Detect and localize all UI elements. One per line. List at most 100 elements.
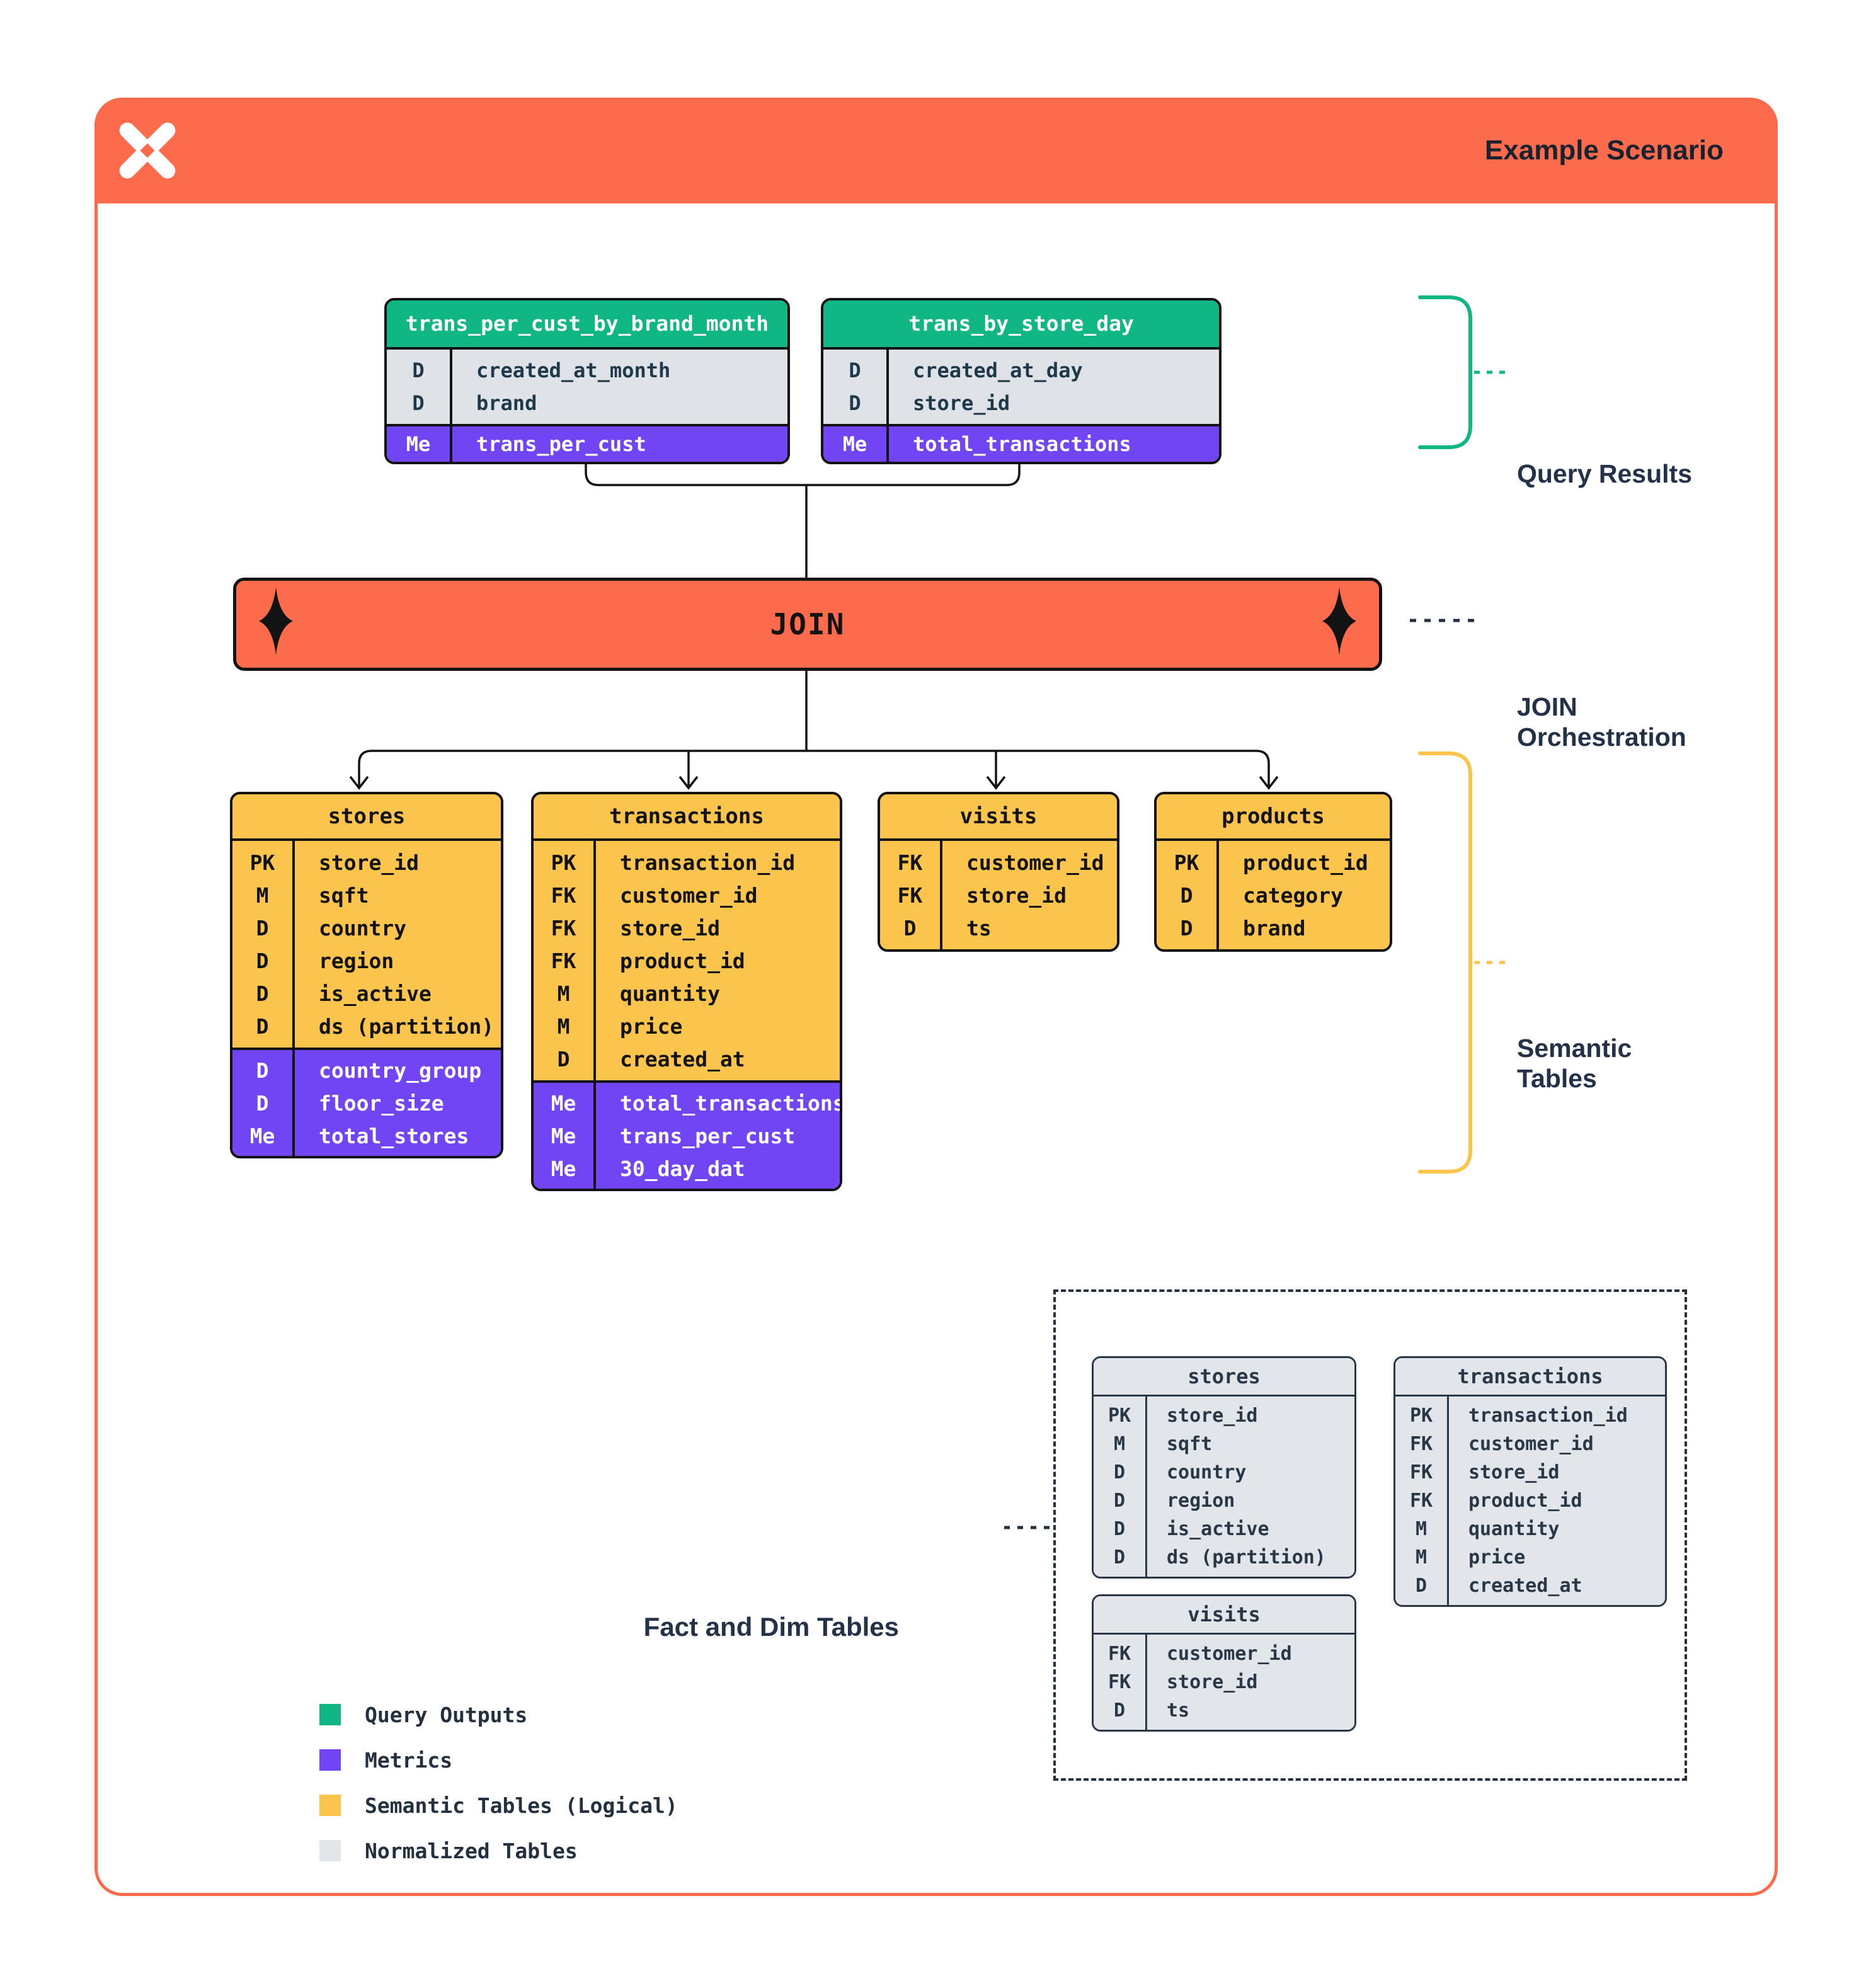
field-name: customer_id xyxy=(966,850,1104,875)
table-title: transactions xyxy=(1395,1358,1665,1397)
field-key: FK xyxy=(551,915,576,940)
field-key: D xyxy=(256,1014,269,1039)
field-name: store_id xyxy=(620,915,720,940)
field-key: D xyxy=(256,1058,269,1083)
table-title: visits xyxy=(880,794,1117,841)
table-title: products xyxy=(1157,794,1390,841)
field-name: 30_day_dat xyxy=(620,1156,745,1181)
scenario-card: Example Scenario xyxy=(94,98,1778,1896)
field-key: FK xyxy=(897,883,923,908)
join-to-semantic-connector xyxy=(349,665,1279,790)
field-name: customer_id xyxy=(620,883,758,908)
field-name: customer_id xyxy=(1468,1433,1594,1455)
field-name: total_stores xyxy=(319,1123,469,1148)
field-name: is_active xyxy=(1167,1518,1269,1540)
field-name: total_transactions xyxy=(913,432,1131,456)
join-orchestration-label: JOIN Orchestration xyxy=(1517,692,1686,752)
field-key: D xyxy=(1180,915,1193,940)
query-results-label: Query Results xyxy=(1517,459,1692,488)
field-key: FK xyxy=(897,850,923,875)
field-name: store_id xyxy=(1167,1671,1258,1693)
field-key: D xyxy=(1113,1518,1126,1540)
key-divider xyxy=(1216,841,1219,949)
table-row: Me trans_per_cust xyxy=(387,428,787,460)
metric-rows: Me trans_per_cust xyxy=(387,424,787,462)
field-name: quantity xyxy=(1468,1518,1560,1540)
table-title: trans_by_store_day xyxy=(823,300,1219,350)
legend-label: Metrics xyxy=(365,1747,453,1773)
table-title: stores xyxy=(1094,1358,1354,1397)
field-key: Me xyxy=(249,1123,275,1148)
field-key: PK xyxy=(1409,1405,1433,1427)
metric-rows: Me total_transactions xyxy=(823,424,1219,462)
key-divider xyxy=(450,426,452,462)
table-row: D created_at_month xyxy=(387,354,787,387)
field-name: quantity xyxy=(620,981,720,1006)
fact-dim-container xyxy=(1053,1289,1687,1781)
field-name: country xyxy=(319,915,407,940)
field-name: category xyxy=(1243,883,1343,908)
table-row: D store_id xyxy=(823,387,1219,420)
field-name: sqft xyxy=(319,883,369,908)
field-key: D xyxy=(849,358,861,382)
key-divider xyxy=(940,841,942,949)
field-key: D xyxy=(256,915,269,940)
field-key: D xyxy=(1415,1575,1428,1597)
field-key: FK xyxy=(1409,1433,1433,1455)
key-divider xyxy=(292,841,295,1048)
field-key: D xyxy=(1113,1546,1126,1568)
field-name: total_transactions xyxy=(620,1090,842,1116)
field-key: D xyxy=(412,391,425,415)
join-orchestration-label-line2: Orchestration xyxy=(1517,723,1686,751)
semantic-tables-label: Semantic Tables xyxy=(1517,1033,1632,1094)
field-key: FK xyxy=(1409,1461,1433,1483)
semantic-tables-bracket xyxy=(1418,751,1472,1174)
yellow-swatch-icon xyxy=(319,1795,341,1816)
field-name: ds (partition) xyxy=(319,1014,495,1039)
legend-label: Normalized Tables xyxy=(365,1838,578,1863)
legend-item-query-outputs: Query Outputs xyxy=(319,1703,527,1727)
field-key: Me xyxy=(551,1090,576,1116)
field-name: ts xyxy=(966,915,992,940)
join-orchestration-bar: JOIN xyxy=(233,578,1382,671)
field-key: PK xyxy=(249,850,275,875)
sparkle-diamond-icon xyxy=(259,587,293,655)
field-name: transaction_id xyxy=(1468,1405,1628,1427)
key-divider xyxy=(593,841,596,1080)
field-name: store_id xyxy=(913,391,1010,415)
field-key: Me xyxy=(551,1156,576,1181)
table-title: trans_per_cust_by_brand_month xyxy=(387,300,787,350)
field-name: sqft xyxy=(1167,1433,1213,1455)
key-divider xyxy=(450,350,452,424)
card-header: Example Scenario xyxy=(94,98,1778,203)
field-name: trans_per_cust xyxy=(476,432,646,456)
field-name: store_id xyxy=(1167,1405,1258,1427)
field-key: M xyxy=(256,883,269,908)
field-key: PK xyxy=(1107,1405,1131,1427)
fact-dim-label: Fact and Dim Tables xyxy=(643,1612,899,1642)
field-name: store_id xyxy=(1468,1461,1560,1483)
field-key: FK xyxy=(1107,1643,1131,1665)
join-to-results-connector xyxy=(576,447,1029,578)
field-key: M xyxy=(557,981,570,1006)
field-key: FK xyxy=(551,883,576,908)
legend-item-normalized-tables: Normalized Tables xyxy=(319,1838,578,1863)
field-key: D xyxy=(849,391,861,415)
field-name: created_at_month xyxy=(476,358,671,382)
key-divider xyxy=(593,1083,596,1189)
field-name: region xyxy=(1167,1490,1235,1512)
table-title: visits xyxy=(1094,1596,1354,1635)
column-rows: PK transaction_id FK customer_id FK store_i… xyxy=(1395,1397,1665,1605)
field-name: product_id xyxy=(620,948,745,973)
